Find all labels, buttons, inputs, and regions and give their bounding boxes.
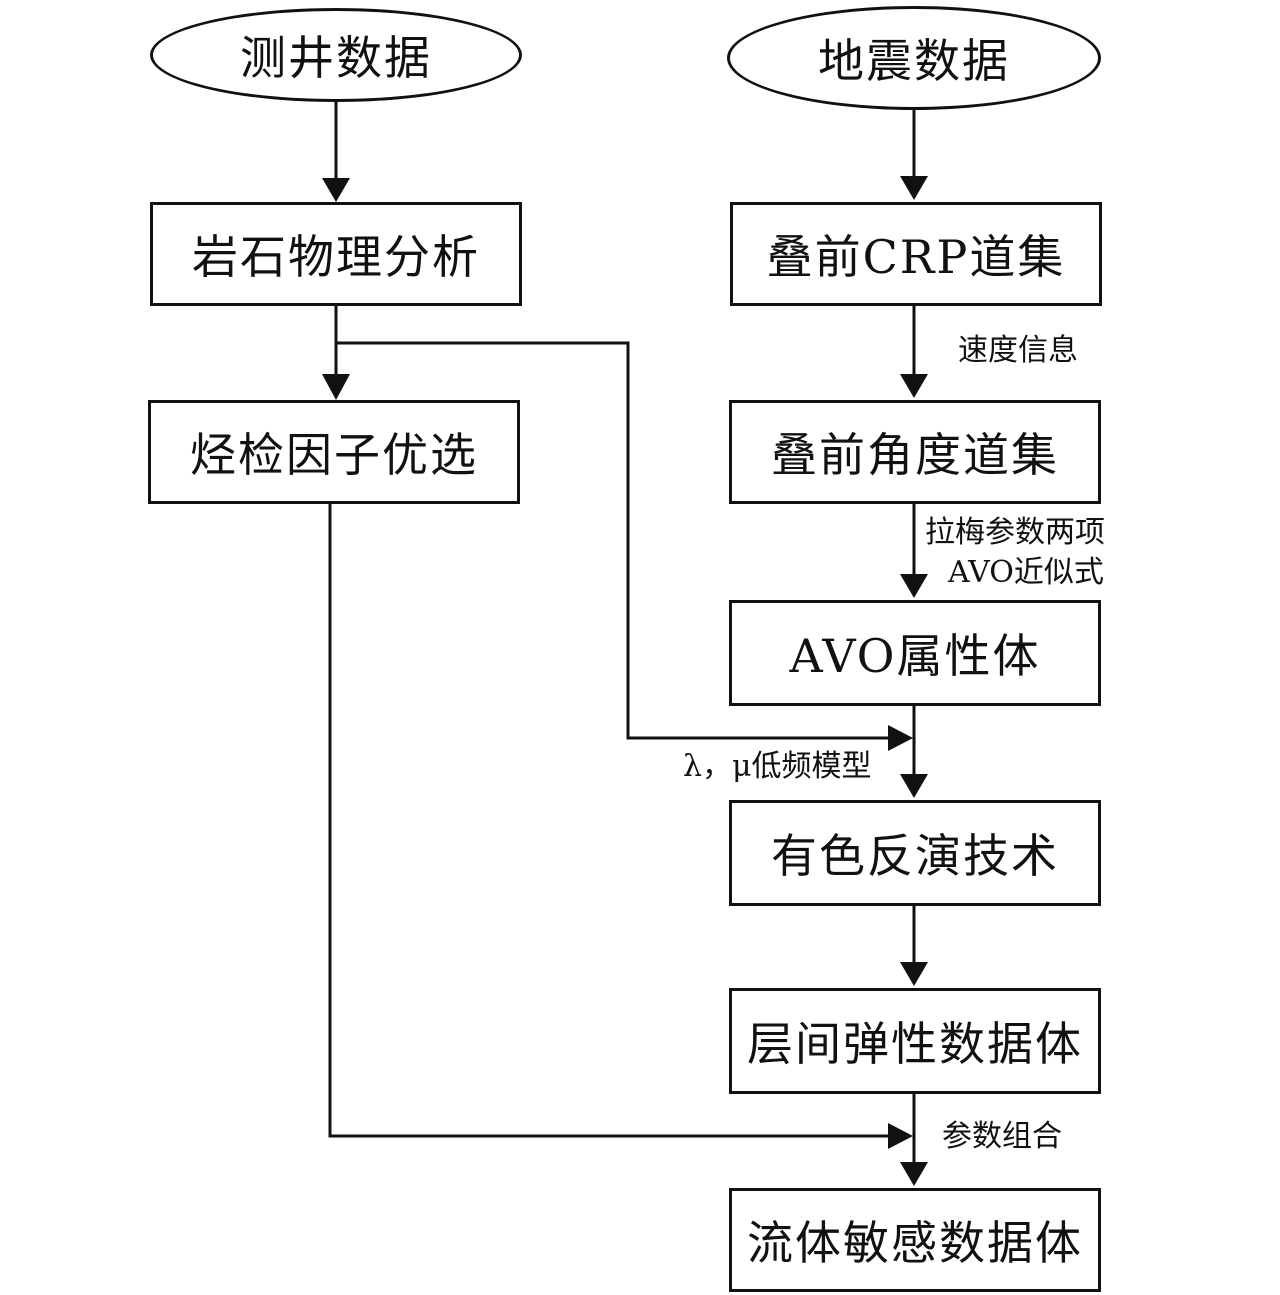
node-prestack-crp: 叠前CRP道集 (730, 202, 1102, 306)
node-colored-inversion: 有色反演技术 (729, 800, 1101, 906)
arrowhead (322, 178, 350, 202)
arrowhead (888, 725, 913, 751)
node-hc-factor: 烃检因子优选 (148, 400, 520, 504)
connector-hcfactor-to-combo (328, 504, 892, 1138)
node-seismic-data: 地震数据 (727, 6, 1101, 110)
arrowhead (900, 962, 928, 986)
label-param-combo: 参数组合 (942, 1119, 1062, 1154)
node-prestack-angle: 叠前角度道集 (729, 400, 1101, 504)
arrowhead (888, 1123, 913, 1149)
arrowhead (900, 774, 928, 798)
arrowhead (900, 1162, 928, 1186)
label-velocity-info: 速度信息 (958, 333, 1078, 368)
arrowhead (900, 574, 928, 598)
arrowhead (900, 176, 928, 200)
label-low-freq-model: λ，μ低频模型 (683, 749, 872, 784)
node-interlayer-elastic: 层间弹性数据体 (729, 988, 1101, 1094)
node-rock-physics: 岩石物理分析 (150, 202, 522, 306)
connector-rockphysics-to-lowfreq (336, 341, 892, 740)
label-lame-line2: AVO近似式 (948, 555, 1104, 590)
label-lame-line1: 拉梅参数两项 (925, 515, 1105, 550)
node-fluid-sensitive: 流体敏感数据体 (729, 1188, 1101, 1292)
node-well-data: 测井数据 (150, 8, 522, 102)
arrowhead (322, 374, 350, 400)
arrowhead (900, 374, 928, 398)
node-avo-volume: AVO属性体 (729, 600, 1101, 706)
